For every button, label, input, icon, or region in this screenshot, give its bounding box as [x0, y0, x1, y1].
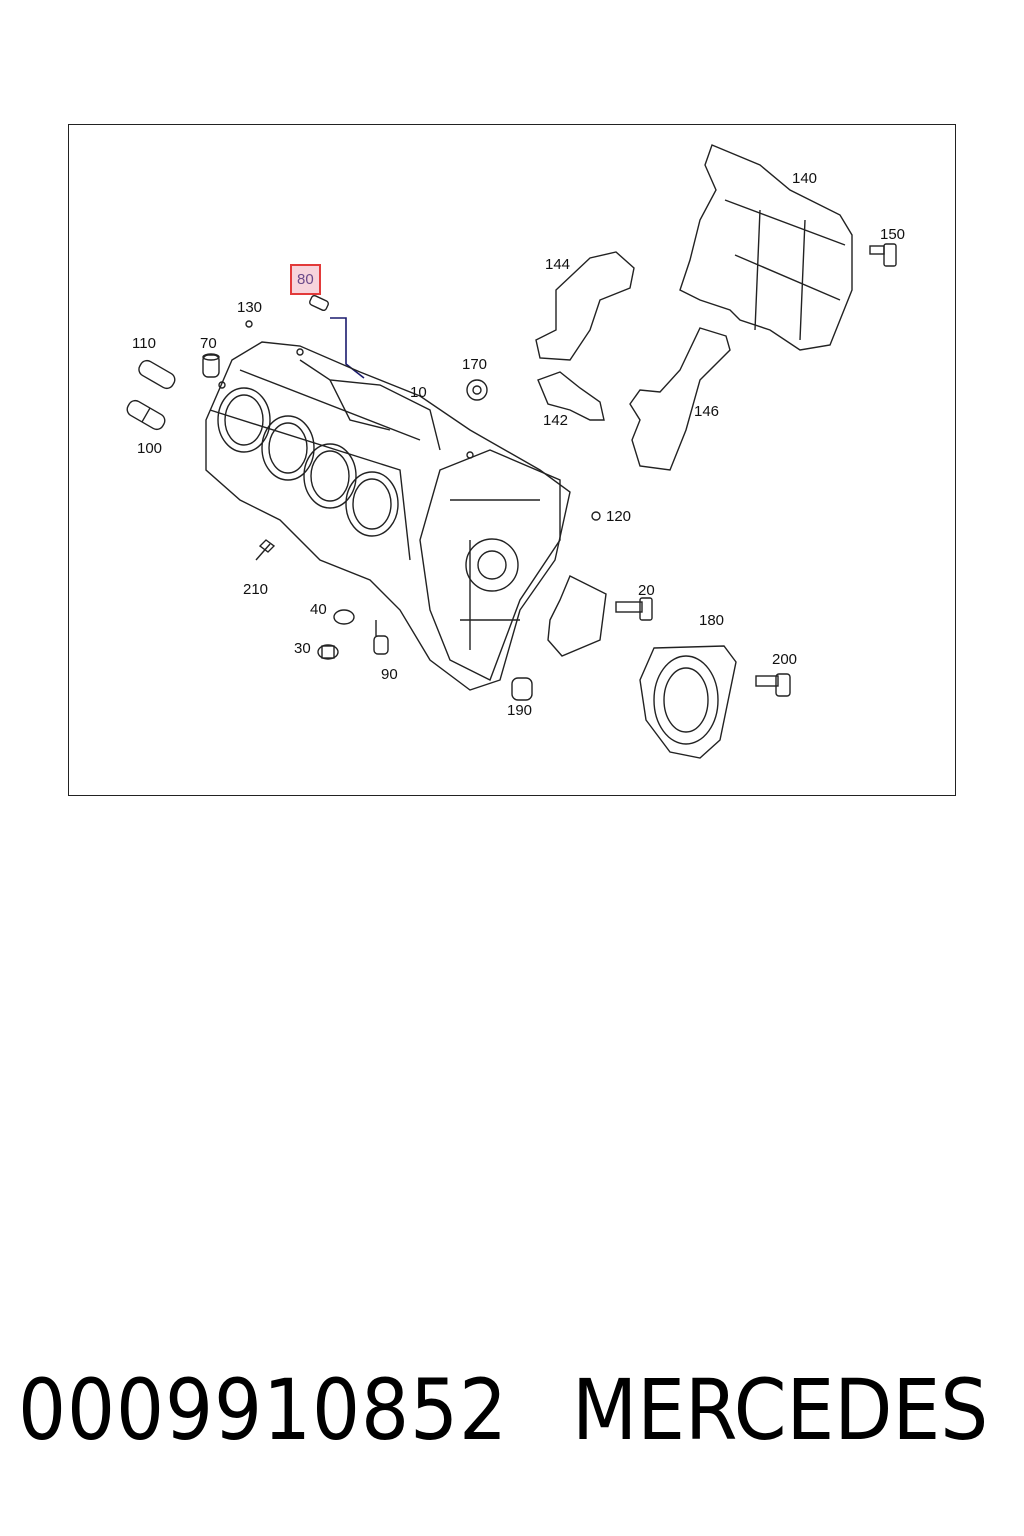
part-40-washer — [333, 609, 355, 625]
part-150-bolt — [869, 243, 897, 267]
brand-name: MERCEDES — [572, 1361, 989, 1459]
callout-200[interactable]: 200 — [772, 651, 798, 668]
callout-180[interactable]: 180 — [699, 612, 725, 629]
part-146-bracket — [629, 327, 731, 471]
diagram-frame — [68, 124, 956, 796]
callout-80-highlighted[interactable]: 80 — [290, 264, 321, 295]
part-200-bolt — [755, 673, 791, 697]
callout-30[interactable]: 30 — [294, 640, 311, 657]
part-110-dowel — [138, 359, 176, 390]
part-130-ball — [245, 320, 253, 328]
callout-10[interactable]: 10 — [410, 384, 427, 401]
bearing-cap — [547, 575, 607, 657]
part-100-dowel — [126, 399, 166, 431]
callout-190[interactable]: 190 — [507, 702, 533, 719]
callout-100[interactable]: 100 — [137, 440, 163, 457]
part-144-bracket — [535, 251, 635, 361]
callout-90[interactable]: 90 — [381, 666, 398, 683]
callout-110[interactable]: 110 — [132, 335, 156, 352]
callout-130[interactable]: 130 — [237, 299, 263, 316]
callout-150[interactable]: 150 — [880, 226, 906, 243]
part-170-plug — [466, 379, 488, 401]
part-180-seal — [639, 645, 737, 759]
part-number: 0009910852 — [18, 1361, 508, 1459]
engine-block — [205, 341, 571, 691]
callout-140[interactable]: 140 — [792, 170, 818, 187]
callout-40[interactable]: 40 — [310, 601, 327, 618]
part-70-sleeve — [202, 353, 220, 378]
part-80-pin — [309, 294, 329, 312]
callout-144[interactable]: 144 — [545, 256, 571, 273]
callout-170[interactable]: 170 — [462, 356, 488, 373]
part-140-baffle — [679, 144, 853, 351]
part-20-bolt — [615, 597, 653, 621]
callout-120[interactable]: 120 — [606, 508, 632, 525]
part-142-clip — [537, 371, 605, 421]
part-90-sleeve — [373, 620, 389, 655]
callout-146[interactable]: 146 — [694, 403, 720, 420]
part-30-plug — [317, 644, 339, 660]
callout-142[interactable]: 142 — [543, 412, 569, 429]
part-190-sleeve — [511, 677, 533, 701]
callout-20[interactable]: 20 — [638, 582, 655, 599]
callout-210[interactable]: 210 — [243, 581, 269, 598]
leader-line-80 — [330, 317, 365, 379]
part-120-ball — [591, 511, 601, 521]
callout-70[interactable]: 70 — [200, 335, 217, 352]
part-210-stud — [255, 539, 276, 561]
